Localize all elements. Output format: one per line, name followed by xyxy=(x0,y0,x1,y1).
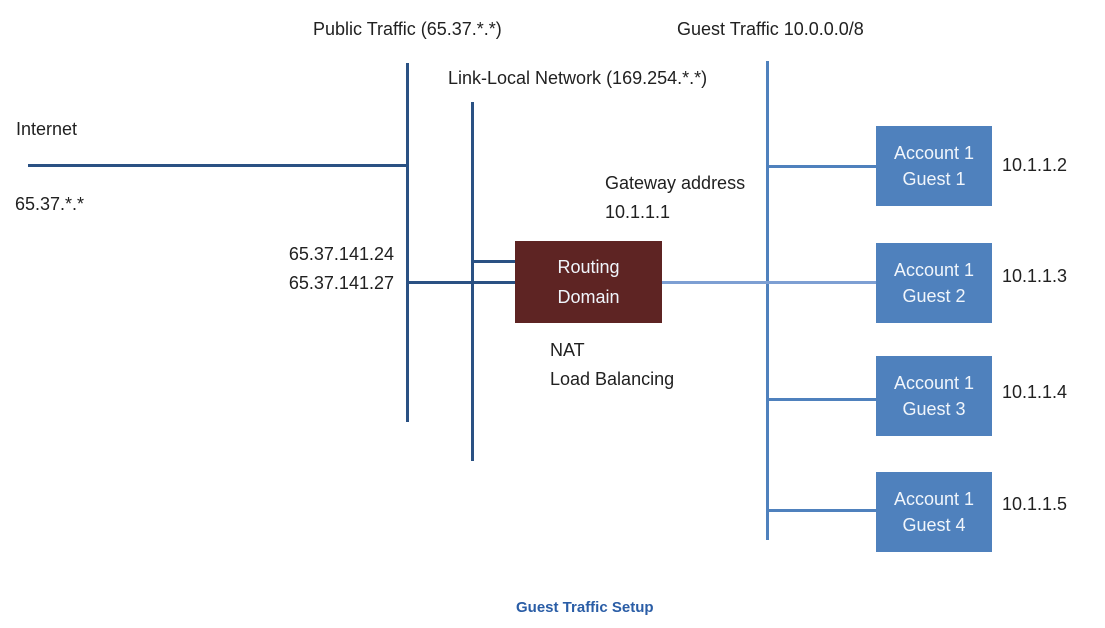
guest3-line1: Account 1 xyxy=(893,373,975,393)
connector-guest3 xyxy=(766,398,876,401)
guest3-node: Account 1 Guest 3 xyxy=(876,356,992,436)
internet-label: Internet xyxy=(16,119,78,139)
public-traffic-label: Public Traffic (65.37.*.*) xyxy=(313,19,502,39)
public-ip2-label: 65.37.141.27 xyxy=(288,273,394,293)
routing-to-guest2-line xyxy=(660,281,876,284)
guest4-ip-label: 10.1.1.5 xyxy=(1002,494,1068,514)
guest2-ip-label: 10.1.1.3 xyxy=(1002,266,1068,286)
gateway-label-line2: 10.1.1.1 xyxy=(605,202,671,222)
connector-guest1 xyxy=(766,165,876,168)
public-ip1-label: 65.37.141.24 xyxy=(288,244,394,264)
guest1-line1: Account 1 xyxy=(893,143,975,163)
nat-label-line2: Load Balancing xyxy=(550,369,675,389)
internet-line xyxy=(28,164,408,167)
gateway-label-line1: Gateway address xyxy=(605,173,746,193)
connector-ip27 xyxy=(406,281,517,284)
connector-ip24 xyxy=(471,260,517,263)
internet-ip-label: 65.37.*.* xyxy=(15,194,85,214)
nat-label: NAT Load Balancing xyxy=(550,336,674,394)
guest4-line2: Guest 4 xyxy=(902,515,966,535)
guest1-node: Account 1 Guest 1 xyxy=(876,126,992,206)
guest1-ip-label: 10.1.1.2 xyxy=(1002,155,1068,175)
guest4-node: Account 1 Guest 4 xyxy=(876,472,992,552)
guest2-node: Account 1 Guest 2 xyxy=(876,243,992,323)
guest-traffic-line xyxy=(766,61,769,540)
guest4-line1: Account 1 xyxy=(893,489,975,509)
guest-traffic-label: Guest Traffic 10.0.0.0/8 xyxy=(677,19,864,39)
diagram-caption: Guest Traffic Setup xyxy=(516,599,654,616)
guest3-line2: Guest 3 xyxy=(902,399,966,419)
guest2-line1: Account 1 xyxy=(893,260,975,280)
routing-domain-node: Routing Domain xyxy=(515,241,662,323)
public-traffic-line xyxy=(406,63,409,422)
nat-label-line1: NAT xyxy=(550,340,585,360)
connector-guest4 xyxy=(766,509,876,512)
guest1-line2: Guest 1 xyxy=(902,169,966,189)
routing-domain-line2: Domain xyxy=(557,287,620,307)
gateway-label: Gateway address 10.1.1.1 xyxy=(605,169,745,227)
guest2-line2: Guest 2 xyxy=(902,286,966,306)
guest3-ip-label: 10.1.1.4 xyxy=(1002,382,1068,402)
routing-domain-line1: Routing xyxy=(557,257,620,277)
link-local-label: Link-Local Network (169.254.*.*) xyxy=(448,68,708,88)
